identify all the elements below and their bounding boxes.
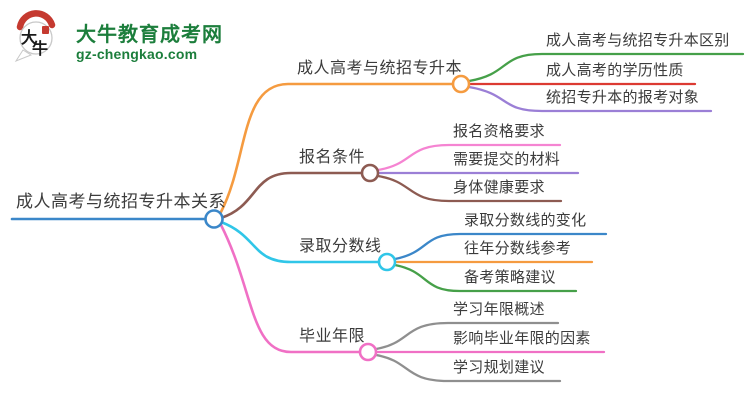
branch-4-child-2-label: 影响毕业年限的因素 [453, 330, 591, 347]
branch-4-child-3-label: 学习规划建议 [453, 359, 545, 376]
branch-2-child-1-label: 报名资格要求 [453, 123, 545, 140]
site-domain: gz-chengkao.com [76, 46, 198, 62]
logo-red-arc [16, 10, 56, 31]
branch-4-child-1-curve [374, 321, 560, 351]
branch-4-child-1-label: 学习年限概述 [453, 301, 545, 318]
branch-2-child-3-label: 身体健康要求 [453, 179, 545, 196]
branch-1-child-2-label: 成人高考的学历性质 [546, 62, 684, 79]
branch-3-child-3-label: 备考策略建议 [464, 269, 556, 286]
site-logo[interactable]: 大 牛 大牛教育成考网 gz-chengkao.com [14, 10, 244, 62]
logo-seal [42, 26, 49, 34]
branch-3-child-2-label: 往年分数线参考 [464, 240, 572, 257]
branch-3-label: 录取分数线 [299, 238, 382, 255]
branch-3-curve [219, 220, 381, 264]
logo-glyph-da: 大 [21, 28, 37, 47]
root-node-circle [204, 209, 224, 229]
root-node-label: 成人高考与统招专升本关系 [16, 192, 226, 211]
branch-2-child-3-curve [376, 174, 563, 203]
branch-1-child-3-curve [467, 85, 713, 113]
branch-4-node-circle [358, 342, 378, 362]
branch-4-child-3-curve [374, 353, 562, 383]
site-name: 大牛教育成考网 [76, 24, 223, 46]
branch-2-label: 报名条件 [299, 149, 366, 166]
branch-4-curve [219, 223, 362, 354]
branch-3-child-1-label: 录取分数线的变化 [464, 212, 587, 229]
branch-3-child-3-curve [393, 263, 578, 293]
branch-4-label: 毕业年限 [299, 328, 366, 345]
branch-1-child-3-label: 统招专升本的报考对象 [546, 89, 700, 106]
logo-bubble-tail [14, 49, 33, 62]
branch-1-child-1-label: 成人高考与统招专升本区别 [546, 32, 730, 49]
branch-1-label: 成人高考与统招专升本 [297, 60, 463, 77]
branch-2-node-circle [360, 163, 380, 183]
branch-2-curve [219, 171, 364, 220]
logo-glyph-niu: 牛 [32, 39, 48, 58]
branch-1-node-circle [451, 74, 471, 94]
branch-2-child-1-curve [376, 143, 562, 172]
branch-2-child-2-label: 需要提交的材料 [453, 151, 561, 168]
branch-1-curve [219, 82, 454, 214]
site-logo-icon: 大 牛 [14, 10, 56, 62]
branch-3-child-1-curve [393, 232, 608, 261]
branch-3-node-circle [377, 252, 397, 272]
branch-1-child-1-curve [467, 52, 745, 83]
